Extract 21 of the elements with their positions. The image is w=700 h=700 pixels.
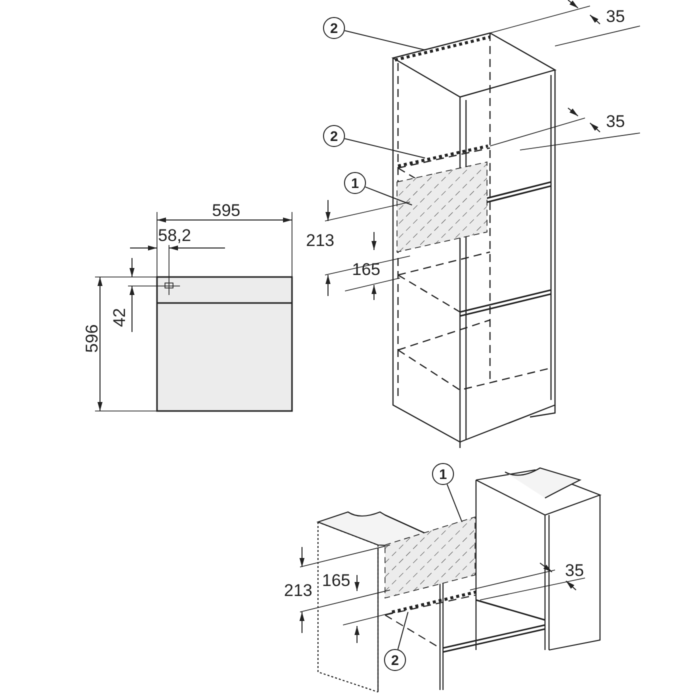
dimension-label: 42 [110, 308, 128, 327]
leader-line [364, 186, 412, 206]
dimension-label: 35 [565, 562, 584, 579]
dimension-label: 35 [606, 113, 625, 130]
dimension-label: 213 [306, 232, 334, 249]
dimension-label: 58,2 [158, 227, 192, 244]
callout-number: 2 [323, 125, 345, 147]
callout-number: 2 [323, 17, 345, 39]
callout-number: 2 [384, 649, 406, 671]
dimension-label: 165 [322, 572, 350, 589]
dimension-label: 596 [84, 324, 101, 353]
callout-number: 1 [432, 463, 454, 485]
leader-line [446, 484, 462, 522]
leader-line [397, 612, 408, 650]
dimension-label: 595 [212, 202, 240, 219]
leader-line [344, 30, 426, 50]
dimension-label: 35 [606, 8, 625, 25]
leader-line [344, 138, 426, 158]
dimension-label: 165 [352, 261, 380, 278]
dimension-label: 213 [284, 582, 312, 599]
callout-number: 1 [344, 172, 366, 194]
